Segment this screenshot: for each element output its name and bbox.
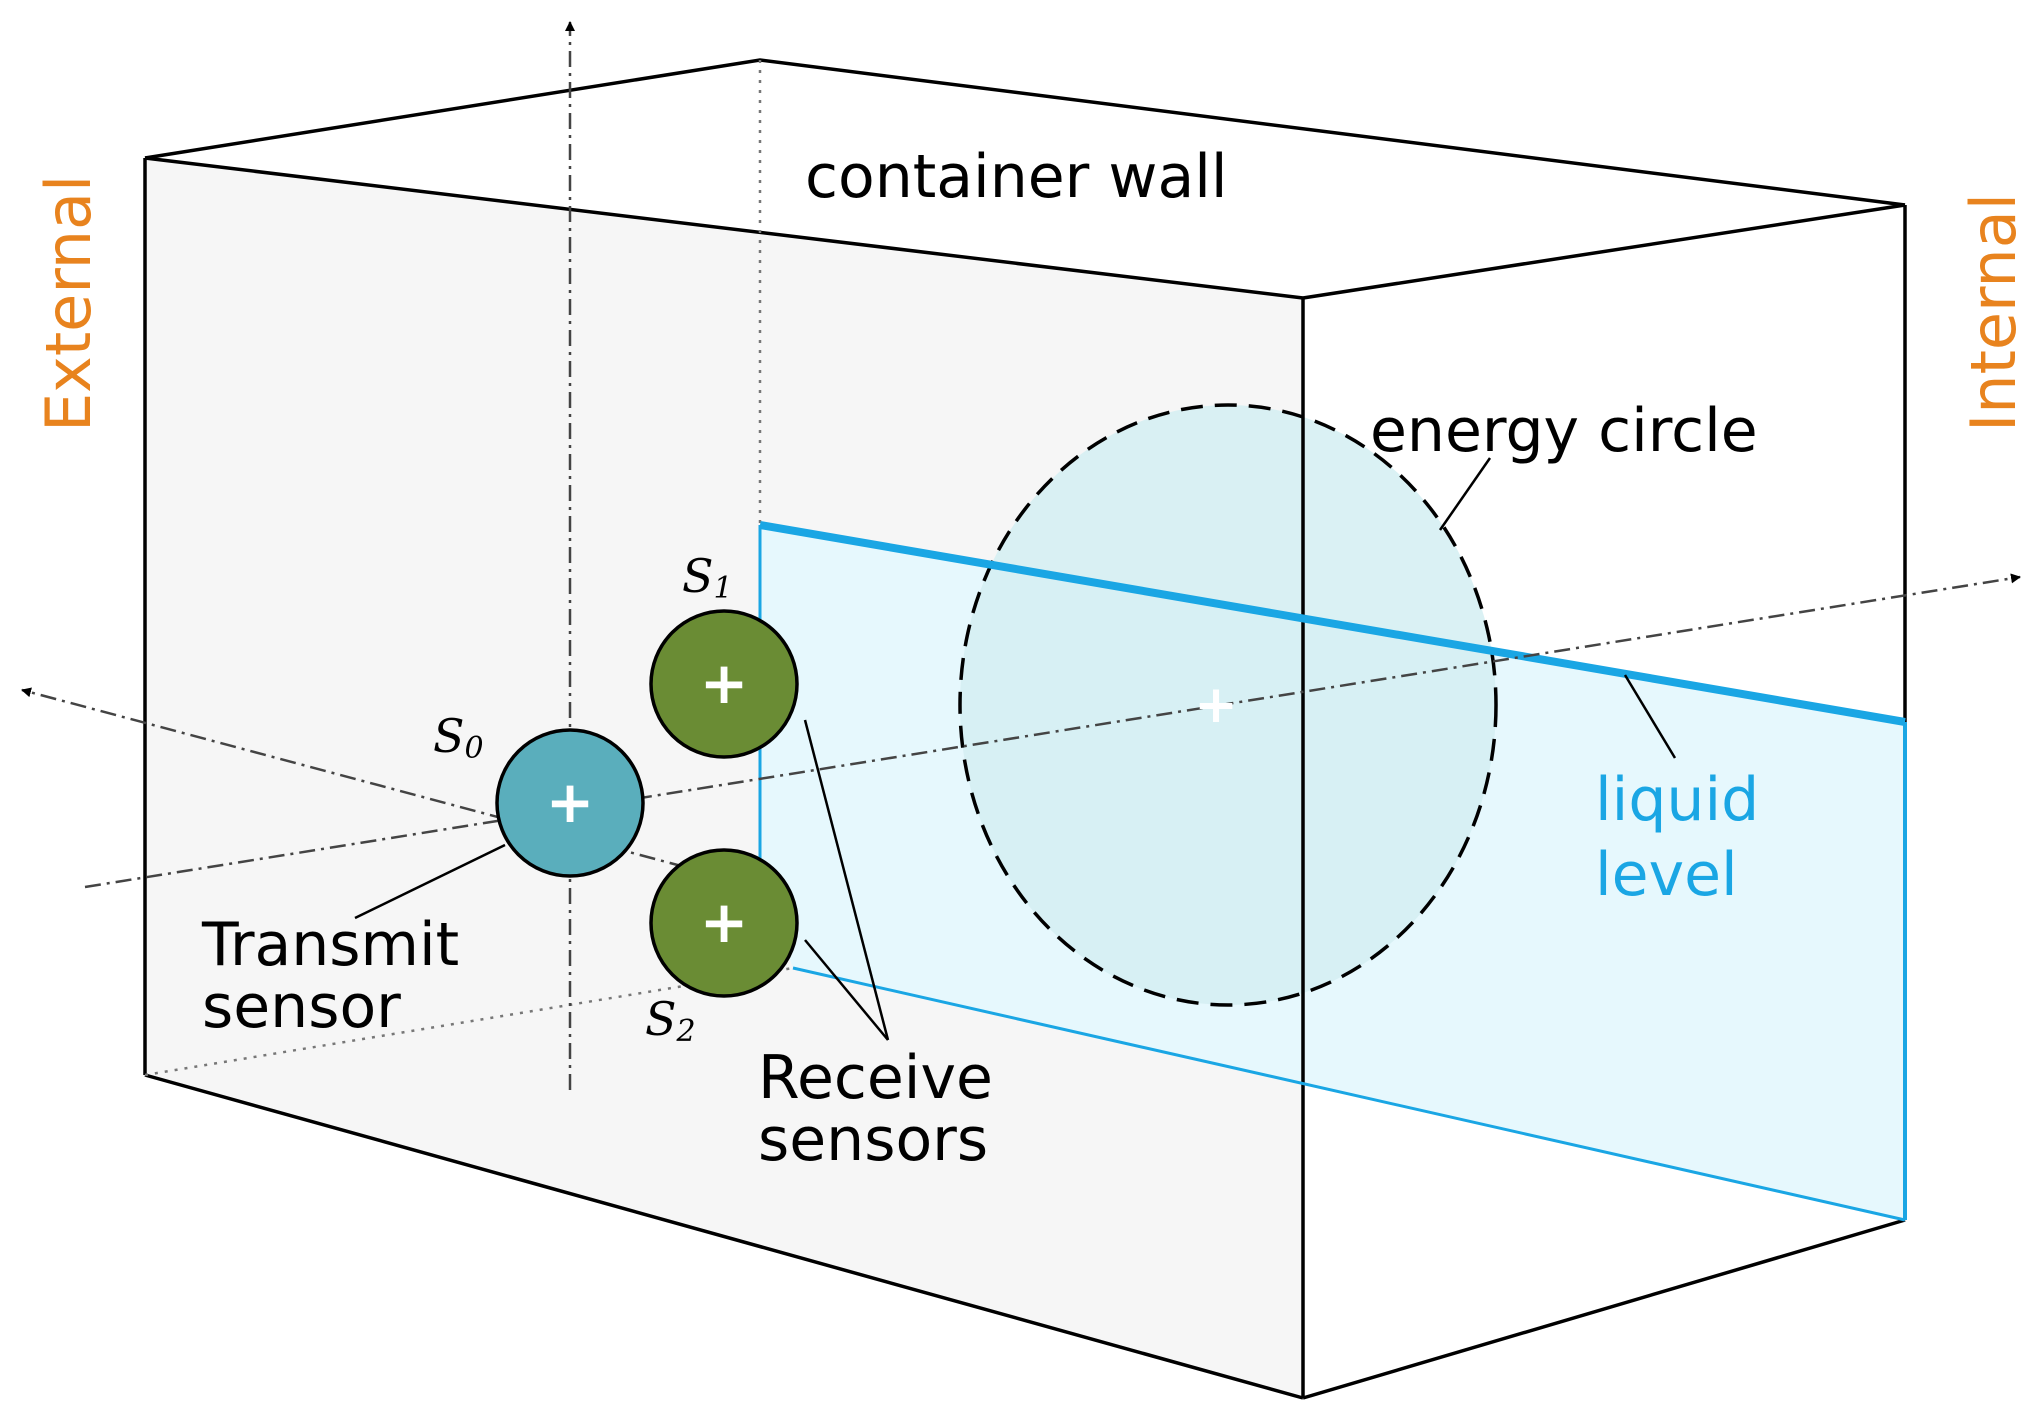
- energy-circle-label: energy circle: [1370, 396, 1758, 466]
- external-label: External: [32, 175, 105, 432]
- front-wall: [145, 158, 1303, 1398]
- transmit-sensor-label-line1: Transmit: [201, 910, 459, 980]
- liquid-level-label-line2: level: [1595, 840, 1738, 910]
- s1-center-mark: +: [700, 649, 749, 717]
- transmit-sensor-label-line2: sensor: [202, 972, 401, 1042]
- leader-lines: [354, 457, 1677, 1041]
- sensor-label-s2: S2: [645, 992, 696, 1049]
- hidden-edges: [144, 60, 794, 1077]
- receive-sensor-s1: [649, 609, 799, 759]
- liquid-bottom-line: [792, 966, 1906, 1222]
- container-wall-label: container wall: [805, 142, 1228, 212]
- liquid-level-label-line1: liquid: [1595, 765, 1759, 835]
- sensor-label-s0: S0: [433, 709, 484, 766]
- receive-sensor-s2: [649, 848, 799, 998]
- sensor-label-s1: S1: [682, 549, 733, 606]
- receive-sensors-label-line1: Receive: [758, 1043, 993, 1113]
- transmit-sensor-s0: [495, 728, 645, 878]
- internal-label: Internal: [1957, 193, 2030, 432]
- s2-center-mark: +: [700, 888, 749, 956]
- s0-center-mark: +: [546, 768, 595, 836]
- receive-sensors-label-line2: sensors: [758, 1105, 988, 1175]
- energy-circle-center-mark: +: [1194, 675, 1238, 735]
- liquid-level-line: [759, 521, 1906, 726]
